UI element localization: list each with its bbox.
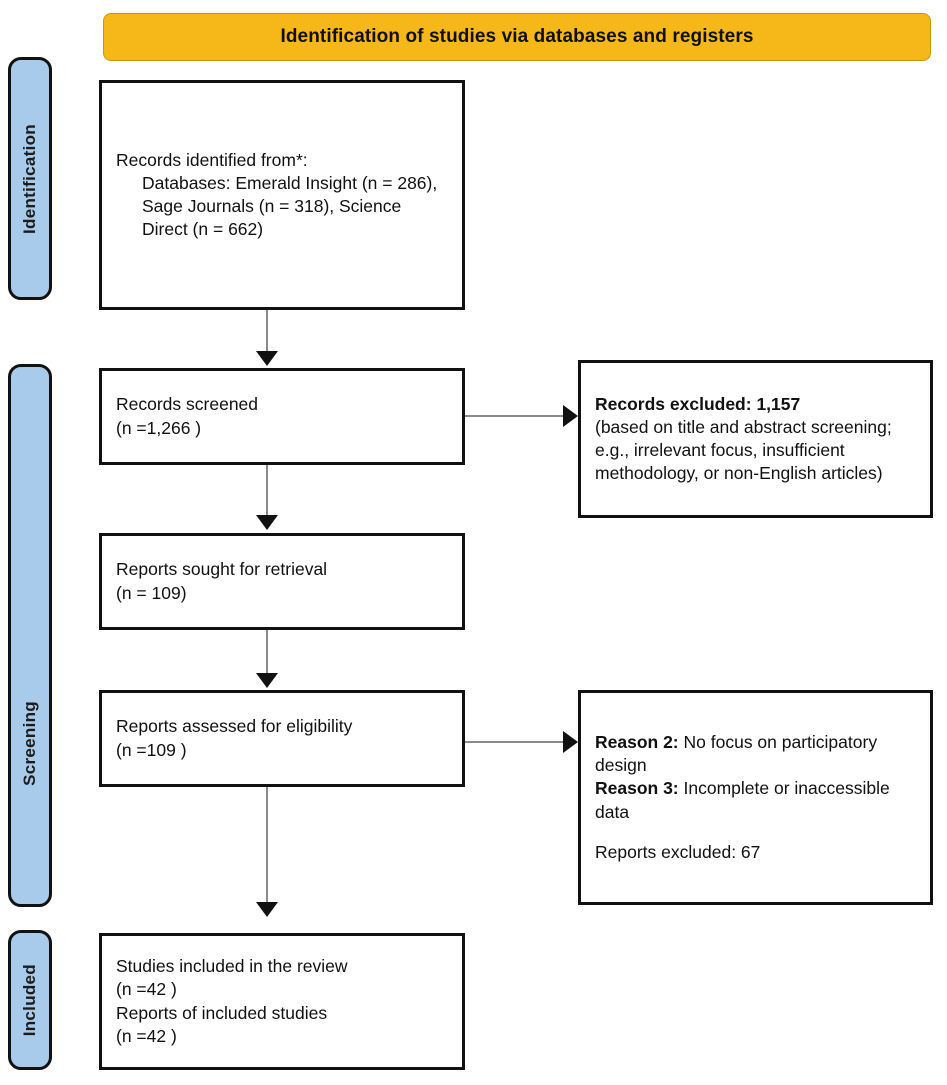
reason-3-row: Reason 3: Incomplete or inaccessible dat…	[595, 777, 916, 823]
studies-included-line3: Reports of included studies	[116, 1002, 328, 1023]
reason-3-label: Reason 3:	[595, 778, 679, 799]
stage-bar-screening: Screening	[8, 364, 52, 907]
box-studies-included: Studies included in the review (n =42 ) …	[99, 933, 465, 1070]
reports-sought-line2: (n = 109)	[116, 582, 187, 603]
arrowhead-sought-to-assessed	[256, 673, 278, 688]
stage-bar-included: Included	[8, 930, 52, 1070]
records-excluded-line1: Records excluded: 1,157	[595, 393, 801, 414]
stage-label-screening: Screening	[20, 701, 39, 786]
box-records-identified: Records identified from*: Databases: Eme…	[99, 80, 465, 310]
reasons-spacer	[595, 824, 916, 841]
box-reports-sought: Reports sought for retrieval (n = 109)	[99, 533, 465, 630]
studies-included-line2: (n =42 )	[116, 979, 177, 1000]
reports-sought-line1: Reports sought for retrieval	[116, 559, 328, 580]
stage-label-identification: Identification	[20, 123, 39, 234]
arrowhead-screened-to-excluded	[563, 405, 578, 427]
connector-assessed-to-included	[266, 787, 268, 904]
reason-2-row: Reason 2: No focus on participatory desi…	[595, 731, 916, 777]
reason-2-text: No focus on participatory design	[595, 732, 878, 776]
reports-excluded-total: Reports excluded: 67	[595, 841, 761, 862]
reports-assessed-line2: (n =109 )	[116, 739, 187, 760]
stage-label-included: Included	[20, 963, 39, 1037]
arrowhead-assessed-to-included	[256, 902, 278, 917]
studies-included-line4: (n =42 )	[116, 1025, 177, 1046]
diagram-title-banner: Identification of studies via databases …	[103, 13, 931, 61]
records-identified-line1: Records identified from*:	[116, 149, 308, 170]
connector-screened-to-excluded	[465, 415, 565, 417]
connector-identified-to-screened	[266, 310, 268, 353]
reason-2-label: Reason 2:	[595, 732, 679, 753]
reports-assessed-line1: Reports assessed for eligibility	[116, 716, 353, 737]
box-reports-assessed: Reports assessed for eligibility (n =109…	[99, 690, 465, 787]
box-exclusion-reasons: Reason 2: No focus on participatory desi…	[578, 690, 933, 905]
stage-bar-identification: Identification	[8, 57, 52, 300]
arrowhead-assessed-to-reasons	[563, 731, 578, 753]
records-screened-line2: (n =1,266 )	[116, 417, 202, 438]
connector-assessed-to-reasons	[465, 741, 565, 743]
box-records-screened: Records screened (n =1,266 )	[99, 368, 465, 465]
records-excluded-line2: (based on title and abstract screening; …	[595, 416, 892, 484]
diagram-title: Identification of studies via databases …	[280, 26, 754, 47]
studies-included-line1: Studies included in the review	[116, 956, 348, 977]
records-screened-line1: Records screened	[116, 394, 259, 415]
connector-sought-to-assessed	[266, 630, 268, 675]
arrowhead-screened-to-sought	[256, 515, 278, 530]
reason-3-text: Incomplete or inaccessible data	[595, 778, 890, 822]
arrowhead-identified-to-screened	[256, 351, 278, 366]
connector-screened-to-sought	[266, 465, 268, 517]
records-identified-line2: Databases: Emerald Insight (n = 286), Sa…	[142, 172, 438, 240]
box-records-excluded: Records excluded: 1,157 (based on title …	[578, 360, 933, 518]
